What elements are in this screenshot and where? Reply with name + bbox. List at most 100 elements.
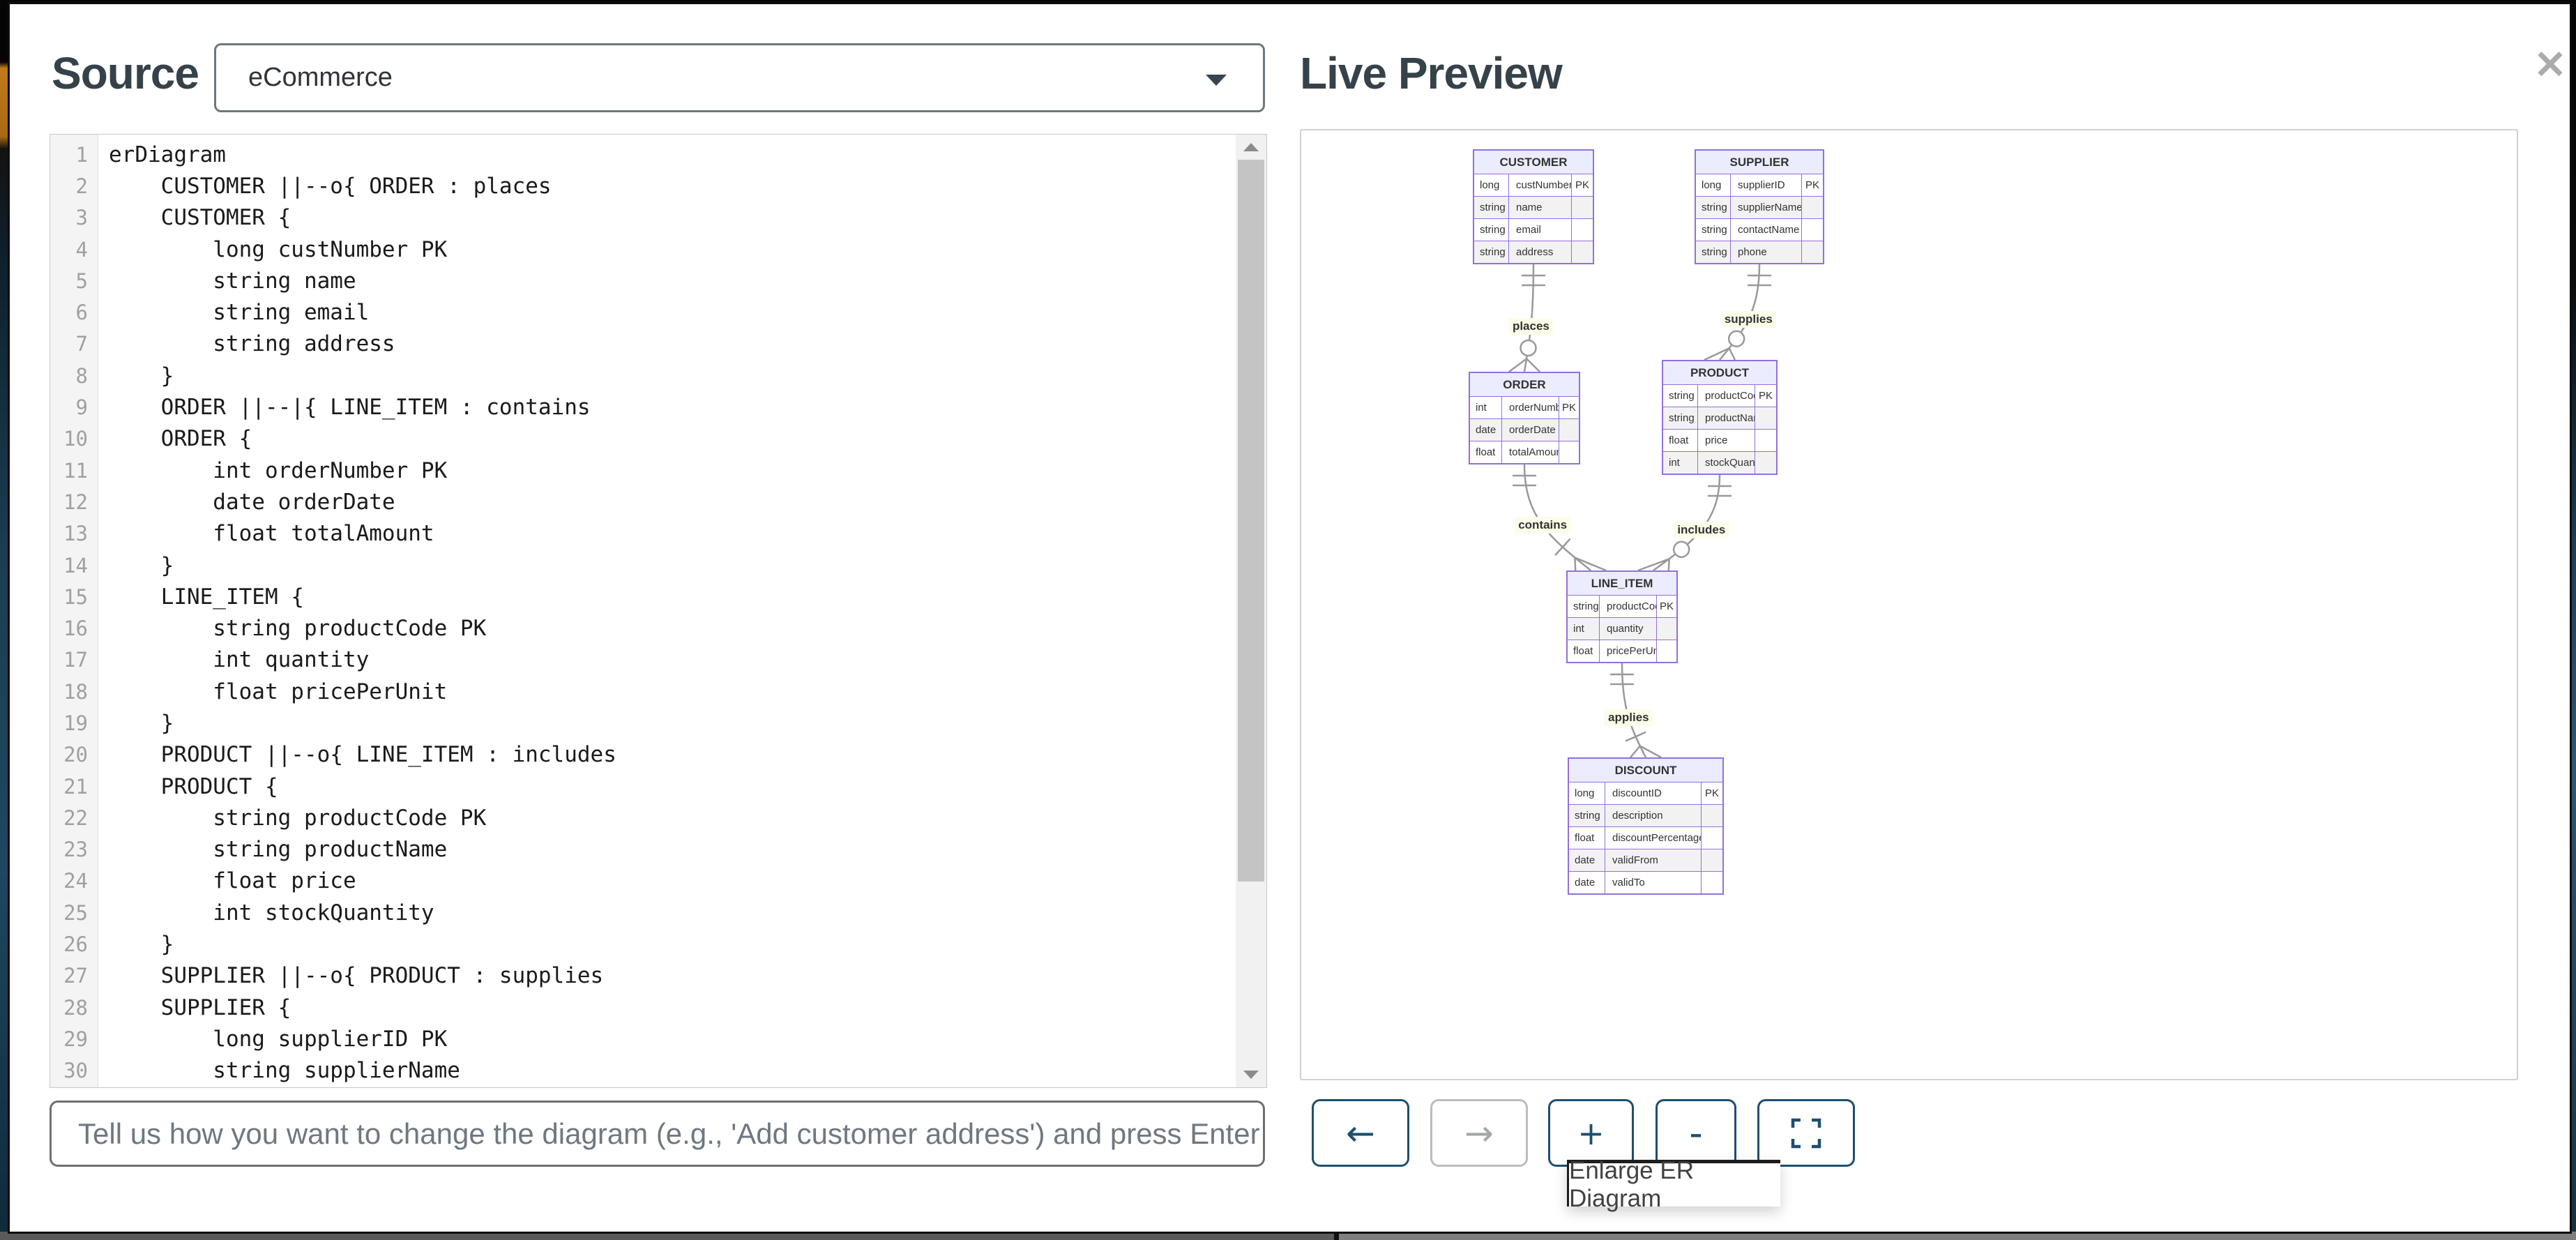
tooltip-text: Enlarge ER Diagram	[1569, 1157, 1694, 1212]
code-line[interactable]: 20 PRODUCT ||--o{ LINE_ITEM : includes	[50, 739, 1266, 771]
entity-cell: PK	[1758, 390, 1773, 402]
code-text: int orderNumber PK	[109, 458, 448, 483]
code-text: string productName	[109, 837, 448, 863]
entity-title: LINE_ITEM	[1568, 572, 1676, 596]
source-template-dropdown[interactable]: eCommerce	[214, 43, 1265, 112]
code-line[interactable]: 17 int quantity	[50, 644, 1266, 676]
code-line[interactable]: 6 string email	[50, 296, 1266, 328]
code-line[interactable]: 24 float price	[50, 865, 1266, 897]
entity-cell: date	[1569, 849, 1605, 871]
scrollbar-down-arrow-icon[interactable]	[1243, 1071, 1259, 1079]
entity-cell: PK	[1704, 787, 1719, 799]
code-text: LINE_ITEM {	[109, 584, 304, 610]
code-line[interactable]: 18 float pricePerUnit	[50, 676, 1266, 707]
zoom-out-button[interactable]: -	[1656, 1099, 1736, 1167]
entity-cell: PK	[1561, 402, 1576, 414]
entity-cell: string	[1663, 407, 1698, 429]
line-number: 3	[75, 206, 88, 230]
code-line[interactable]: 5 string name	[50, 265, 1266, 296]
entity-cell: quantity	[1600, 618, 1657, 640]
entity-cell: float	[1470, 441, 1502, 463]
close-icon[interactable]: ✕	[2533, 43, 2567, 86]
code-line[interactable]: 3 CUSTOMER {	[50, 202, 1266, 234]
preview-panel	[1300, 129, 2518, 1080]
code-line[interactable]: 4 long custNumber PK	[50, 234, 1266, 265]
scrollbar-up-arrow-icon[interactable]	[1243, 143, 1259, 151]
code-line[interactable]: 26 }	[50, 928, 1266, 960]
entity-cell: int	[1568, 618, 1600, 640]
entity-cell: PK	[1659, 600, 1674, 612]
code-text: CUSTOMER ||--o{ ORDER : places	[109, 173, 552, 199]
entity-cell	[1559, 441, 1579, 463]
code-line[interactable]: 8 }	[50, 360, 1266, 391]
diagram-change-input[interactable]	[50, 1101, 1265, 1167]
code-line[interactable]: 28 SUPPLIER {	[50, 992, 1266, 1023]
code-line[interactable]: 23 string productName	[50, 834, 1266, 865]
line-number: 10	[63, 427, 88, 451]
code-line[interactable]: 14 }	[50, 550, 1266, 581]
entity-cell: string	[1474, 241, 1509, 263]
entity-cell	[1702, 805, 1722, 826]
code-text: string name	[109, 268, 356, 294]
scrollbar-thumb[interactable]	[1238, 160, 1264, 882]
code-text: }	[109, 710, 174, 736]
code-text: string supplierName	[109, 1058, 460, 1084]
code-line[interactable]: 9 ORDER ||--|{ LINE_ITEM : contains	[50, 391, 1266, 423]
entity-cell: phone	[1731, 241, 1802, 263]
entity-cell: price	[1698, 430, 1755, 451]
code-line[interactable]: 7 string address	[50, 328, 1266, 360]
entity-title: SUPPLIER	[1696, 151, 1823, 174]
code-text: float price	[109, 868, 356, 894]
entity-title: CUSTOMER	[1474, 151, 1593, 174]
code-text: long supplierID PK	[109, 1026, 448, 1052]
er-entity-line_item: LINE_ITEMstringproductCodePKintquantityf…	[1566, 570, 1678, 663]
line-number: 20	[63, 743, 88, 767]
code-line[interactable]: 16 string productCode PK	[50, 612, 1266, 644]
code-line[interactable]: 2 CUSTOMER ||--o{ ORDER : places	[50, 170, 1266, 202]
code-text: ORDER ||--|{ LINE_ITEM : contains	[109, 395, 591, 421]
relationship-label-includes: includes	[1674, 521, 1729, 538]
entity-cell: string	[1474, 197, 1509, 218]
code-line[interactable]: 22 string productCode PK	[50, 802, 1266, 833]
code-line[interactable]: 27 SUPPLIER ||--o{ PRODUCT : supplies	[50, 960, 1266, 992]
code-line[interactable]: 10 ORDER {	[50, 423, 1266, 455]
code-line[interactable]: 15 LINE_ITEM {	[50, 581, 1266, 612]
entity-cell	[1755, 430, 1776, 451]
enlarge-button[interactable]	[1757, 1099, 1855, 1167]
line-number: 17	[63, 648, 88, 672]
back-button[interactable]: ←	[1312, 1099, 1409, 1167]
code-line[interactable]: 29 long supplierID PK	[50, 1023, 1266, 1054]
entity-cell	[1802, 219, 1823, 241]
forward-button[interactable]: →	[1430, 1099, 1528, 1167]
back-arrow-icon: ←	[1346, 1112, 1375, 1154]
code-line[interactable]: 19 }	[50, 707, 1266, 739]
line-number: 16	[63, 617, 88, 641]
editor-scrollbar[interactable]	[1236, 135, 1266, 1087]
code-line[interactable]: 21 PRODUCT {	[50, 771, 1266, 802]
entity-cell: contactName	[1731, 219, 1802, 241]
entity-cell: orderNumber	[1502, 397, 1559, 418]
code-line[interactable]: 11 int orderNumber PK	[50, 455, 1266, 486]
entity-cell: long	[1696, 174, 1731, 196]
entity-cell: PK	[1575, 179, 1589, 191]
line-number: 22	[63, 806, 88, 830]
enlarge-tooltip: Enlarge ER Diagram	[1567, 1157, 1780, 1212]
code-line[interactable]: 30 string supplierName	[50, 1055, 1266, 1087]
code-text: string productCode PK	[109, 805, 487, 831]
code-line[interactable]: 13 float totalAmount	[50, 518, 1266, 550]
entity-cell: address	[1509, 241, 1572, 263]
code-line[interactable]: 25 int stockQuantity	[50, 897, 1266, 928]
code-line[interactable]: 12 date orderDate	[50, 486, 1266, 517]
